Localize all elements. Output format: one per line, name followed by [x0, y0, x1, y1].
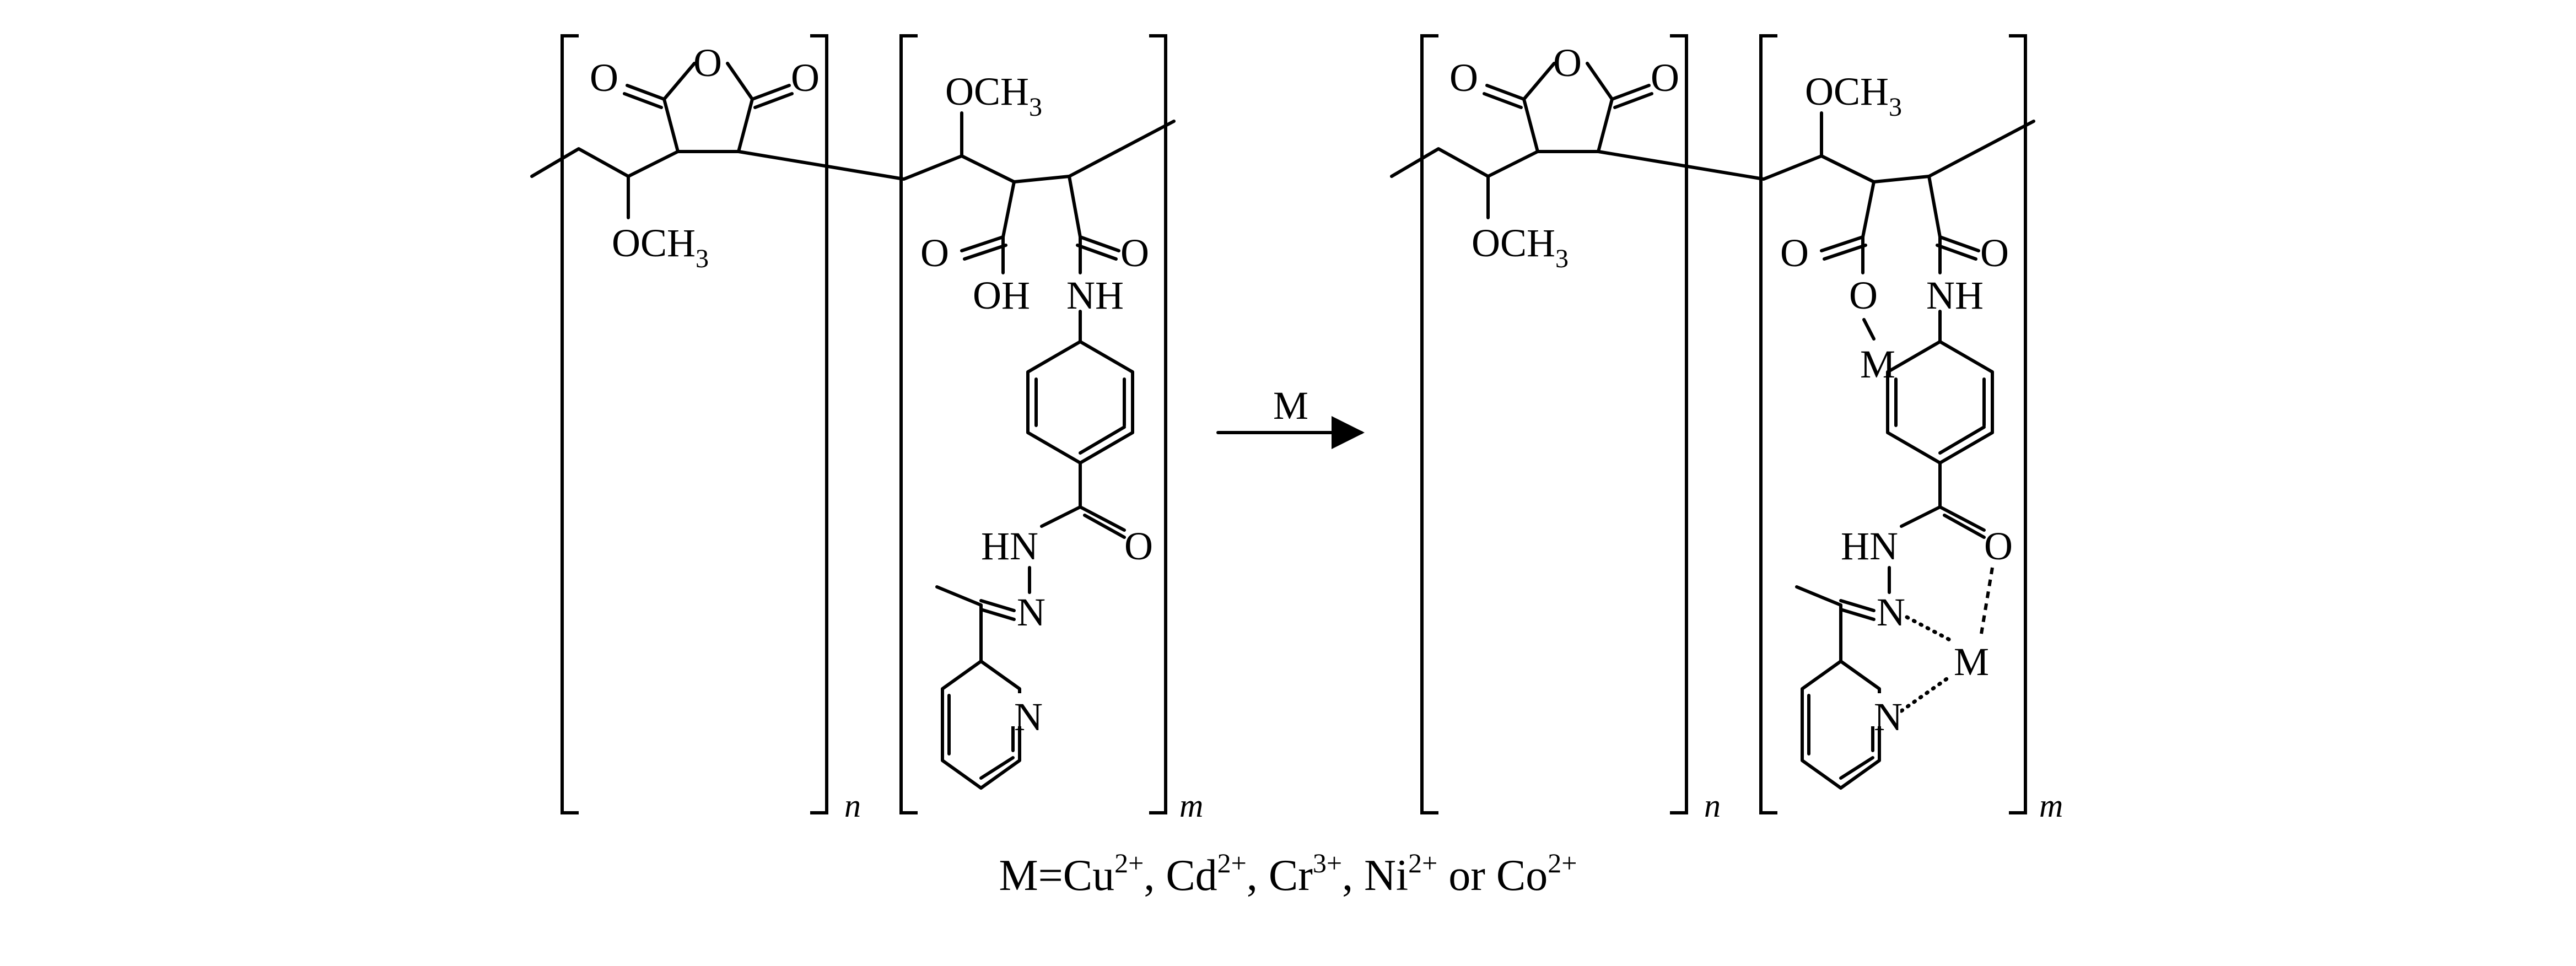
svg-text:OCH3: OCH3	[1805, 69, 1902, 122]
metal-ion-caption: M=Cu2+, Cd2+, Cr3+, Ni2+ or Co2+	[999, 848, 1577, 900]
svg-text:O: O	[1849, 273, 1878, 317]
svg-text:NH: NH	[1926, 273, 1984, 317]
svg-text:HN: HN	[1841, 524, 1898, 568]
bracket-right-unit-m-close	[2009, 34, 2027, 814]
svg-text:O: O	[1120, 231, 1149, 275]
svg-text:HN: HN	[981, 524, 1038, 568]
svg-text:O: O	[590, 56, 618, 100]
arrow-label: M	[1273, 384, 1308, 428]
svg-text:N: N	[1874, 695, 1903, 739]
svg-text:O: O	[1780, 231, 1809, 275]
coordination-bond-pyridine	[1899, 676, 1950, 713]
svg-text:O: O	[1984, 524, 2013, 568]
polymer-backbone	[530, 120, 1176, 184]
bracket-right-unit-n-close	[1670, 34, 1688, 814]
amide-group-complex: O NH	[1926, 175, 2009, 317]
hydrazide-group: O HN N	[935, 461, 1153, 663]
metal-label-carboxylate: M	[1860, 342, 1895, 386]
metal-label-chelate: M	[1954, 640, 1989, 684]
svg-text:O: O	[1651, 56, 1679, 100]
svg-text:N: N	[1014, 695, 1043, 739]
svg-text:O: O	[693, 41, 722, 85]
hydrazide-chelate: O HN N M	[1795, 461, 2013, 713]
anhydride-ring: O O O	[590, 41, 820, 153]
svg-text:N: N	[1017, 590, 1046, 634]
phenylene-ring-complex	[1886, 310, 1994, 465]
amide-group: O NH	[1066, 175, 1149, 317]
methoxy-label: OCH3	[612, 221, 709, 273]
carboxylic-acid-group: O OH	[920, 180, 1030, 317]
svg-text:N: N	[1877, 590, 1905, 634]
bracket-left-unit-m-close	[1149, 34, 1167, 814]
repeat-index-m-left: m	[1179, 787, 1203, 824]
reactant-polymer: n m OCH3 O O O OCH3 O OH O	[530, 34, 1203, 824]
bracket-right-unit-m-open	[1759, 34, 1777, 814]
svg-text:O: O	[1980, 231, 2009, 275]
svg-text:OH: OH	[973, 273, 1030, 317]
repeat-index-n-left: n	[844, 787, 861, 824]
pyridine-ring-complex: N	[1801, 660, 1903, 790]
svg-text:O: O	[920, 231, 949, 275]
svg-text:OCH3: OCH3	[1472, 221, 1569, 273]
svg-text:O: O	[1124, 524, 1153, 568]
reaction-arrow: M	[1216, 384, 1365, 449]
anhydride-ring-complex: O O O	[1449, 41, 1679, 153]
carboxylate-metal-group: O O M	[1780, 180, 1895, 386]
svg-text:NH: NH	[1066, 273, 1124, 317]
bracket-left-unit-m-open	[899, 34, 918, 814]
repeat-index-m-right: m	[2039, 787, 2063, 824]
pyridine-ring: N	[941, 660, 1043, 790]
metal-complex-polymer: n m OCH3 O O O OCH3 O O M O NH	[1390, 34, 2063, 824]
coordination-bond-imine	[1905, 615, 1956, 644]
phenylene-ring	[1026, 310, 1134, 465]
bracket-left-unit-n-close	[810, 34, 828, 814]
methoxy-label-m: OCH3	[945, 69, 1042, 122]
bracket-right-unit-n-open	[1420, 34, 1438, 814]
svg-text:O: O	[1449, 56, 1478, 100]
svg-text:O: O	[1553, 41, 1582, 85]
bracket-left-unit-n-open	[561, 34, 579, 814]
repeat-index-n-right: n	[1704, 787, 1721, 824]
svg-text:O: O	[791, 56, 820, 100]
coordination-bond-o	[1980, 567, 1994, 634]
